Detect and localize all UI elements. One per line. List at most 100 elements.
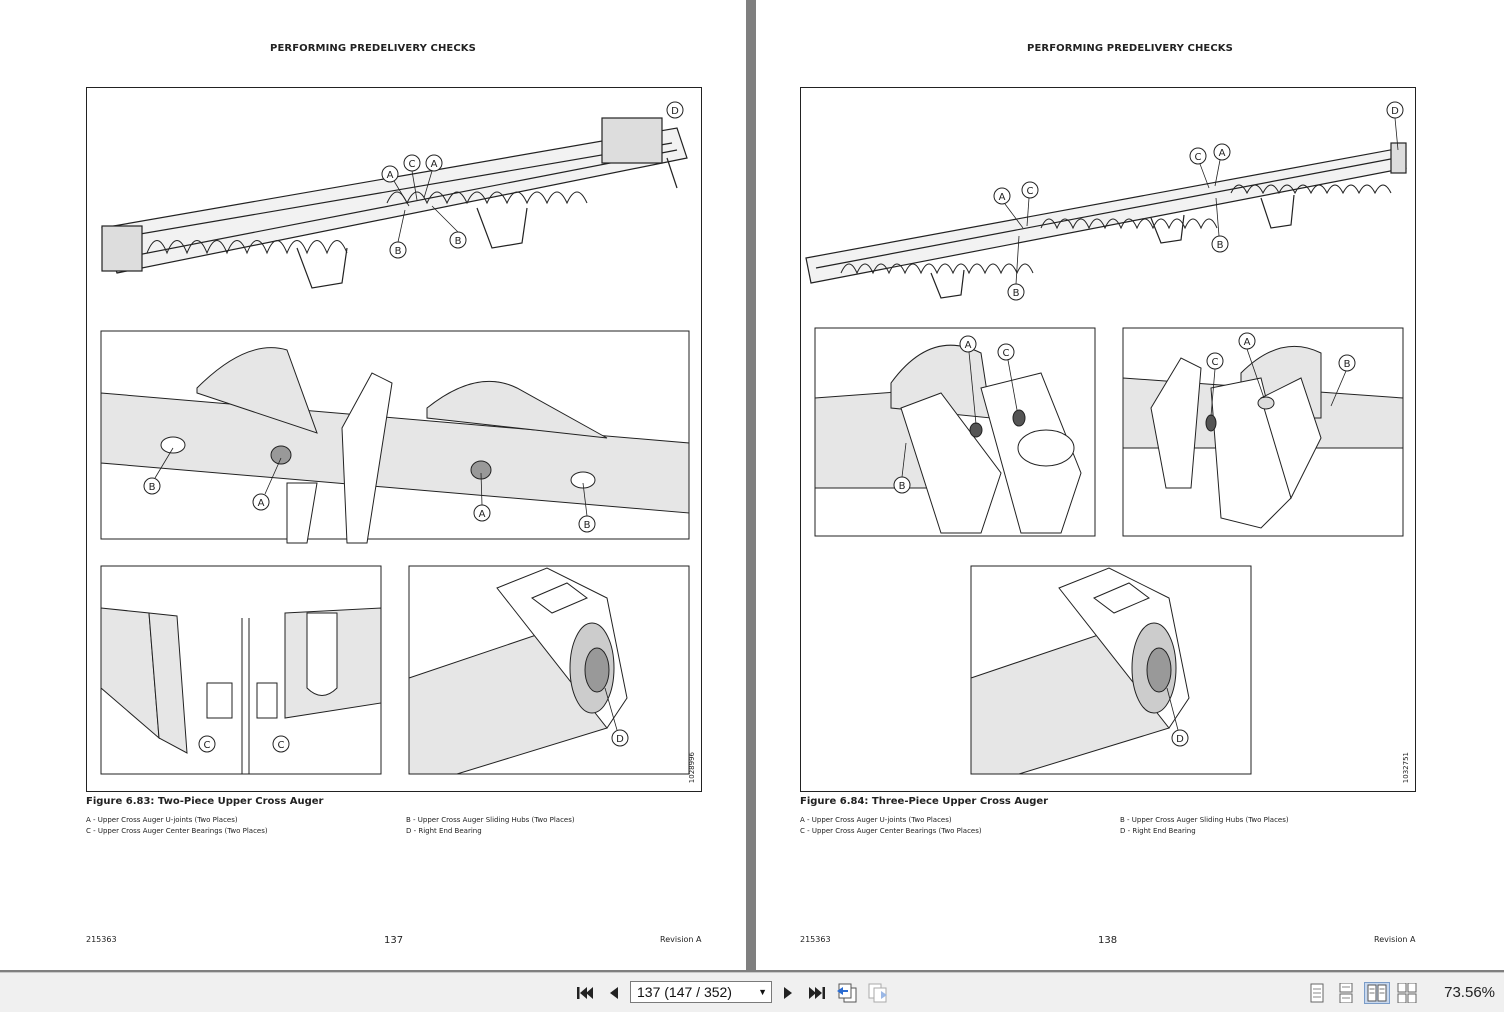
detail-panel-right: A C B: [1122, 327, 1404, 537]
callout-a: A: [993, 187, 1011, 205]
svg-text:D: D: [616, 734, 624, 745]
revision-label: Revision A: [660, 935, 702, 944]
figure-caption: Figure 6.83: Two-Piece Upper Cross Auger: [86, 796, 324, 807]
callout-d: D: [1386, 101, 1404, 119]
svg-text:C: C: [278, 740, 285, 751]
detail-panel-sliding-hubs: B A A B: [100, 330, 690, 544]
figure-caption: Figure 6.84: Three-Piece Upper Cross Aug…: [800, 796, 1049, 807]
navigation-toolbar: 137 (147 / 352) ▼ 73.56%: [0, 972, 1504, 1012]
svg-text:C: C: [409, 159, 416, 170]
callout-c: C: [997, 343, 1015, 361]
svg-text:C: C: [1212, 357, 1219, 368]
single-page-view-button[interactable]: [1306, 982, 1328, 1004]
svg-text:B: B: [455, 236, 462, 247]
callout-a: A: [381, 165, 399, 183]
figure-6-84-illustration: D C A A C B B: [805, 101, 1407, 775]
callout-b: B: [1211, 235, 1229, 253]
continuous-facing-view-button[interactable]: [1396, 982, 1418, 1004]
callout-d: D: [611, 729, 629, 747]
figure-id: 1028996: [688, 751, 696, 783]
document-number: 215363: [800, 935, 831, 944]
page-number: 138: [1098, 935, 1118, 946]
svg-text:C: C: [1195, 152, 1202, 163]
svg-text:C: C: [204, 740, 211, 751]
page-137: PERFORMING PREDELIVERY CHECKS: [0, 0, 746, 970]
first-page-icon: [577, 987, 593, 999]
svg-text:B: B: [395, 246, 402, 257]
legend-item-c: C - Upper Cross Auger Center Bearings (T…: [800, 827, 982, 835]
callout-c: C: [1189, 147, 1207, 165]
detail-panel-left: A C B: [814, 327, 1096, 537]
svg-text:A: A: [1244, 337, 1251, 348]
page-header: PERFORMING PREDELIVERY CHECKS: [1027, 43, 1233, 54]
svg-text:B: B: [584, 520, 591, 531]
zoom-level[interactable]: 73.56%: [1444, 984, 1495, 1001]
continuous-facing-icon: [1397, 983, 1417, 1003]
svg-text:A: A: [387, 170, 394, 181]
next-view-button[interactable]: [866, 982, 888, 1004]
next-view-icon: [868, 983, 887, 1003]
svg-text:A: A: [431, 159, 438, 170]
page-number-select[interactable]: 137 (147 / 352) ▼: [630, 981, 772, 1003]
legend-item-d: D - Right End Bearing: [406, 827, 482, 835]
figure-6-84: D C A A C B B: [800, 87, 1416, 792]
last-page-icon: [809, 987, 825, 999]
document-viewer[interactable]: PERFORMING PREDELIVERY CHECKS: [0, 0, 1504, 972]
previous-page-icon: [610, 987, 618, 999]
continuous-view-button[interactable]: [1335, 982, 1357, 1004]
legend-item-a: A - Upper Cross Auger U-joints (Two Plac…: [800, 816, 952, 824]
legend-item-b: B - Upper Cross Auger Sliding Hubs (Two …: [406, 816, 575, 824]
svg-text:C: C: [1027, 186, 1034, 197]
page-number-value: 137 (147 / 352): [637, 984, 732, 1000]
callout-b: B: [578, 515, 596, 533]
last-page-button[interactable]: [806, 982, 828, 1004]
next-page-button[interactable]: [777, 982, 799, 1004]
page-138: PERFORMING PREDELIVERY CHECKS D C: [756, 0, 1504, 970]
figure-id: 1032751: [1402, 751, 1410, 783]
callout-b: B: [143, 477, 161, 495]
callout-c: C: [1021, 181, 1039, 199]
figure-6-83: D A C A B B: [86, 87, 702, 792]
svg-text:B: B: [899, 481, 906, 492]
facing-pages-view-button[interactable]: [1364, 982, 1390, 1004]
svg-text:A: A: [999, 192, 1006, 203]
revision-label: Revision A: [1374, 935, 1416, 944]
document-number: 215363: [86, 935, 117, 944]
figure-6-83-illustration: D A C A B B: [100, 101, 690, 775]
callout-c: C: [198, 735, 216, 753]
previous-view-icon: [837, 983, 857, 1003]
legend-item-d: D - Right End Bearing: [1120, 827, 1196, 835]
legend-item-a: A - Upper Cross Auger U-joints (Two Plac…: [86, 816, 238, 824]
svg-text:A: A: [258, 498, 265, 509]
callout-d: D: [666, 101, 684, 119]
continuous-page-icon: [1339, 983, 1353, 1003]
svg-text:A: A: [1219, 148, 1226, 159]
first-page-button[interactable]: [574, 982, 596, 1004]
legend-item-c: C - Upper Cross Auger Center Bearings (T…: [86, 827, 268, 835]
previous-view-button[interactable]: [836, 982, 858, 1004]
previous-page-button[interactable]: [603, 982, 625, 1004]
callout-a: A: [252, 493, 270, 511]
svg-text:D: D: [1176, 734, 1184, 745]
callout-a: A: [425, 154, 443, 172]
callout-a: A: [1238, 332, 1256, 350]
detail-panel-center-bearings: C C: [100, 565, 382, 775]
callout-b: B: [893, 476, 911, 494]
callout-c: C: [403, 154, 421, 172]
callout-b: B: [1338, 354, 1356, 372]
svg-text:B: B: [1013, 288, 1020, 299]
svg-text:C: C: [1003, 348, 1010, 359]
callout-a: A: [959, 335, 977, 353]
single-page-icon: [1310, 983, 1324, 1003]
callout-a: A: [473, 504, 491, 522]
svg-text:A: A: [965, 340, 972, 351]
callout-b: B: [449, 231, 467, 249]
svg-text:A: A: [479, 509, 486, 520]
callout-b: B: [1007, 283, 1025, 301]
callout-d: D: [1171, 729, 1189, 747]
svg-text:B: B: [149, 482, 156, 493]
page-number: 137: [384, 935, 404, 946]
callout-a: A: [1213, 143, 1231, 161]
detail-panel-end-bearing: D: [970, 565, 1252, 775]
callout-c: C: [272, 735, 290, 753]
